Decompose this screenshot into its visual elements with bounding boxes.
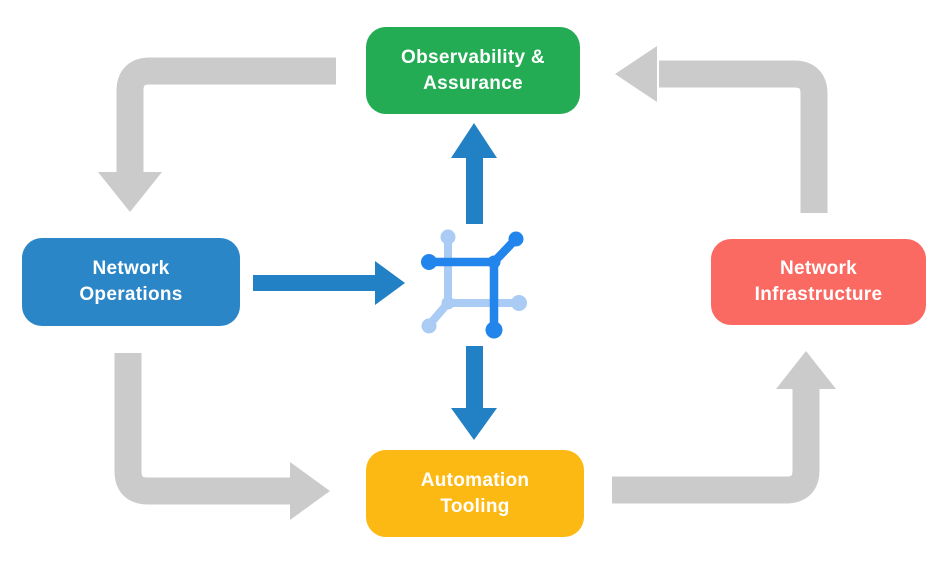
gray-arrow-automation-to-infrastructure [612,351,836,504]
node-label-line: Network [779,258,858,279]
blue-arrow-operations-to-center [253,261,405,305]
gray-arrow-infrastructure-to-observability [615,46,828,213]
node-label-line: Operations [79,284,183,305]
node-label-line: Infrastructure [754,284,883,305]
node-label-line: Assurance [423,72,523,94]
gray-arrow-observability-to-operations [98,57,336,212]
node-automation-tooling: Automation Tooling [366,450,584,537]
node-observability-assurance: Observability & Assurance [366,27,580,114]
node-label-line: Observability & [401,46,545,68]
gray-arrow-operations-to-automation [114,353,330,520]
node-network-infrastructure: Network Infrastructure [711,239,926,325]
network-mesh-icon [421,229,527,339]
node-network-operations: Network Operations [22,238,240,326]
node-label-line: Tooling [440,495,510,517]
node-label-line: Network [92,258,170,279]
blue-arrow-center-to-automation [451,346,497,440]
blue-arrow-center-to-observability [451,123,497,224]
node-label-line: Automation [420,469,530,491]
